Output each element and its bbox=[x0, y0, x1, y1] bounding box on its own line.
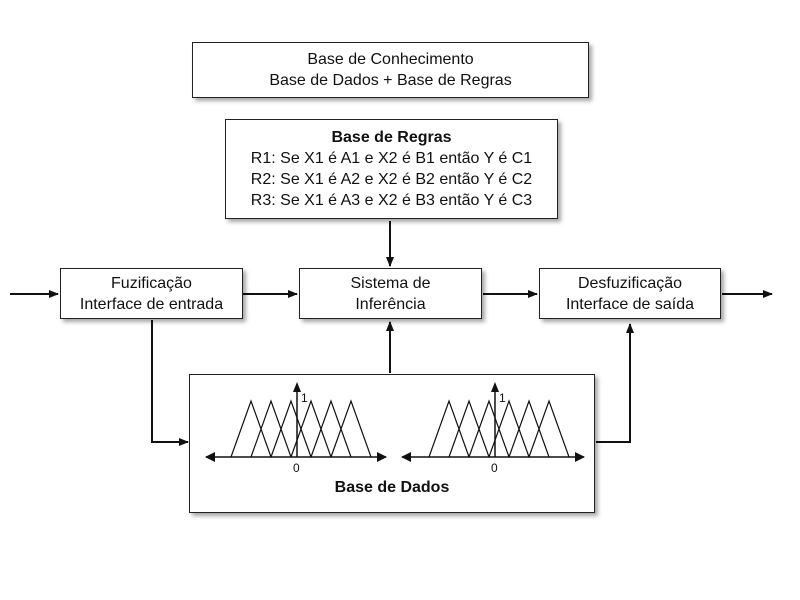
inference-title-line2: Inferência bbox=[355, 295, 426, 313]
knowledge-base-subtitle: Base de Dados + Base de Regras bbox=[269, 72, 512, 89]
database-to-defuzz-arrow bbox=[596, 323, 634, 443]
defuzzification-title: Desfuzificação bbox=[577, 274, 683, 292]
defuzzification-box: Desfuzificação Interface de saída bbox=[539, 268, 721, 319]
rule-3: R3: Se X1 é A3 e X2 é B3 então Y é C3 bbox=[250, 192, 533, 209]
plot1-zero-label: 0 bbox=[293, 461, 300, 475]
fuzzification-subtitle: Interface de entrada bbox=[79, 295, 224, 313]
knowledge-base-title: Base de Conhecimento bbox=[307, 51, 474, 68]
database-title: Base de Dados bbox=[334, 479, 450, 496]
fuzzification-box: Fuzificação Interface de entrada bbox=[60, 268, 243, 319]
rule-base-box: Base de Regras R1: Se X1 é A1 e X2 é B1 … bbox=[225, 119, 558, 219]
defuzzification-subtitle: Interface de saída bbox=[565, 295, 695, 313]
plot2-one-label: 1 bbox=[499, 391, 506, 405]
membership-plot-2: 1 0 bbox=[401, 382, 585, 475]
rule-2: R2: Se X1 é A2 e X2 é B2 então Y é C2 bbox=[250, 171, 533, 188]
fuzz-to-database-arrow bbox=[151, 320, 189, 446]
membership-plot-1: 1 0 bbox=[205, 382, 387, 475]
rule-1: R1: Se X1 é A1 e X2 é B1 então Y é C1 bbox=[250, 150, 533, 167]
plot1-one-label: 1 bbox=[301, 391, 308, 405]
fuzzification-title: Fuzificação bbox=[111, 274, 192, 292]
database-box: Base de Dados bbox=[189, 374, 595, 513]
plot1-triangles bbox=[230, 399, 372, 458]
inference-box: Sistema de Inferência bbox=[299, 268, 482, 319]
rule-base-title: Base de Regras bbox=[331, 129, 452, 146]
plot2-zero-label: 0 bbox=[491, 461, 498, 475]
plot2-triangles bbox=[428, 399, 570, 458]
knowledge-base-box: Base de Conhecimento Base de Dados + Bas… bbox=[192, 42, 589, 98]
inference-title-line1: Sistema de bbox=[350, 274, 431, 292]
